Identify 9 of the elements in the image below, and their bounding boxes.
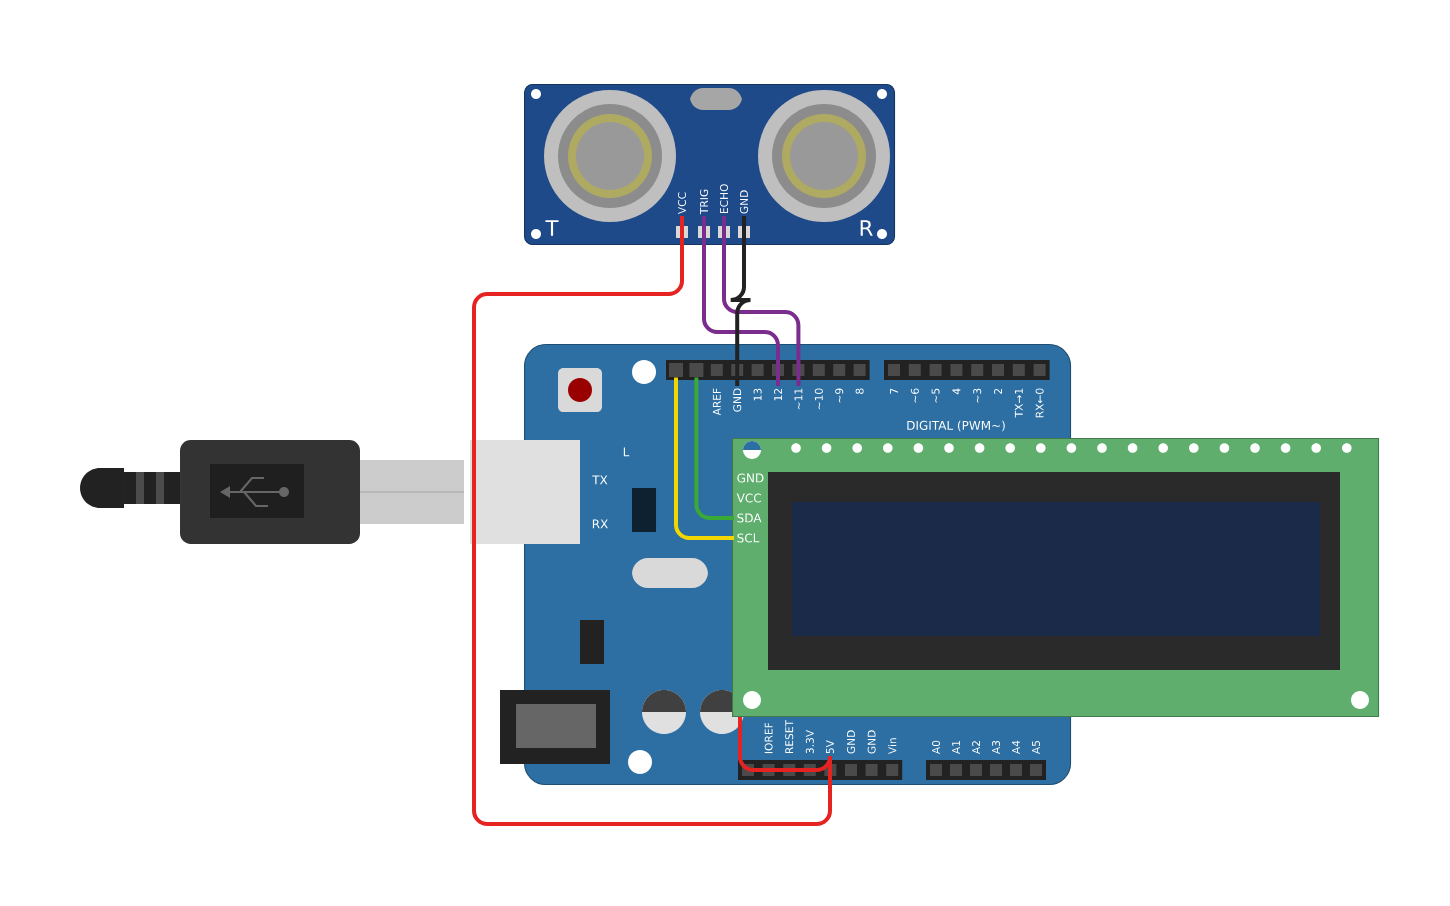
- wire: [702, 216, 780, 386]
- board-letter: T: [545, 220, 559, 236]
- wire: [728, 216, 753, 386]
- wire: [694, 377, 734, 520]
- wire: [722, 216, 801, 386]
- wire: [674, 377, 734, 540]
- board-letter: R: [860, 220, 873, 236]
- wire: [738, 717, 832, 772]
- wire: [472, 216, 832, 826]
